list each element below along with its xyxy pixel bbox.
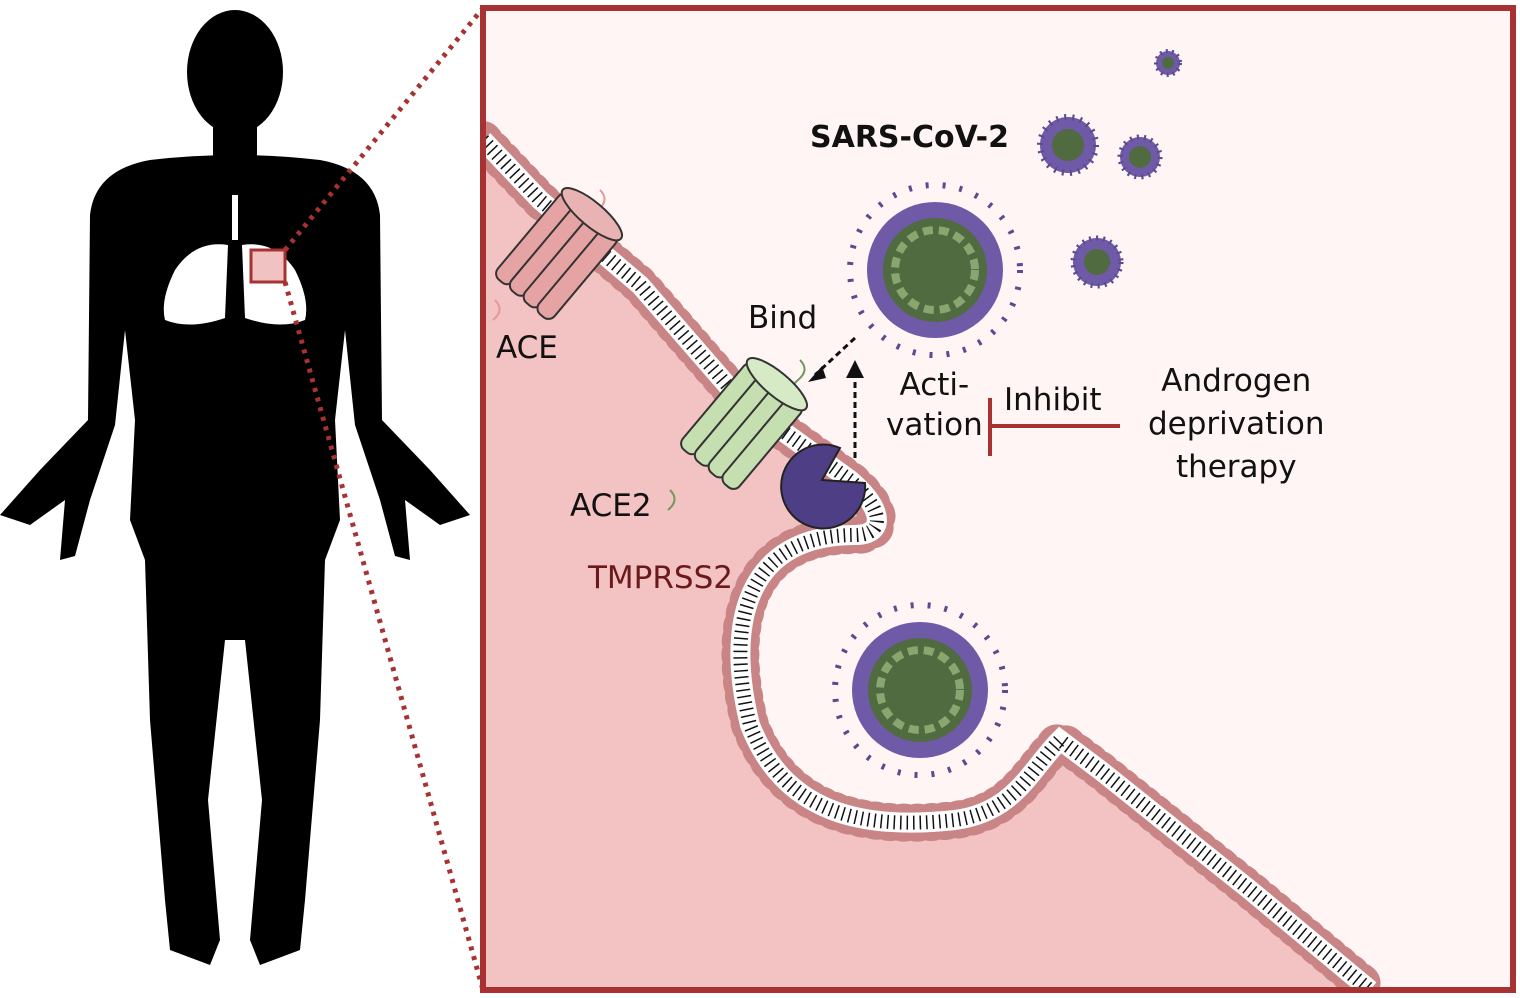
inhibit-bar	[988, 398, 1120, 456]
zoom-panel	[483, 8, 1513, 990]
human-silhouette	[0, 10, 470, 965]
inhibit-label: Inhibit	[1004, 382, 1102, 418]
activation-line-2: vation	[886, 407, 983, 443]
virus-small-3	[1070, 235, 1124, 289]
tmprss2-protease	[780, 443, 867, 530]
bind-arrow	[808, 336, 857, 382]
lungs	[232, 195, 238, 240]
lung-tissue-box	[249, 248, 287, 284]
zoom-lines	[282, 6, 486, 991]
therapy-line-1: Androgen	[1161, 363, 1312, 399]
bind-label: Bind	[748, 300, 818, 336]
therapy-line-3: therapy	[1175, 449, 1297, 485]
virus-small-4	[1154, 49, 1182, 77]
virus-small-1	[1037, 114, 1099, 176]
therapy-line-2: deprivation	[1148, 406, 1325, 442]
activation-line-1: Acti-	[899, 367, 970, 403]
therapy-label: Androgen deprivation therapy	[1148, 360, 1325, 489]
cell-interior	[483, 150, 1360, 990]
ace2-receptor	[667, 357, 808, 511]
zoom-frame	[480, 5, 1516, 993]
virus-large	[847, 182, 1023, 358]
ace-receptor	[492, 187, 623, 321]
ace2-label: ACE2	[570, 488, 652, 524]
virus-small-2	[1117, 134, 1163, 180]
activation-arrow	[846, 360, 864, 458]
tmprss2-label: TMPRSS2	[588, 560, 733, 596]
activation-label: Acti- vation	[886, 365, 983, 445]
ace-label: ACE	[496, 330, 558, 366]
virus-internalized	[832, 602, 1008, 778]
virus-label: SARS-CoV-2	[810, 120, 1009, 155]
